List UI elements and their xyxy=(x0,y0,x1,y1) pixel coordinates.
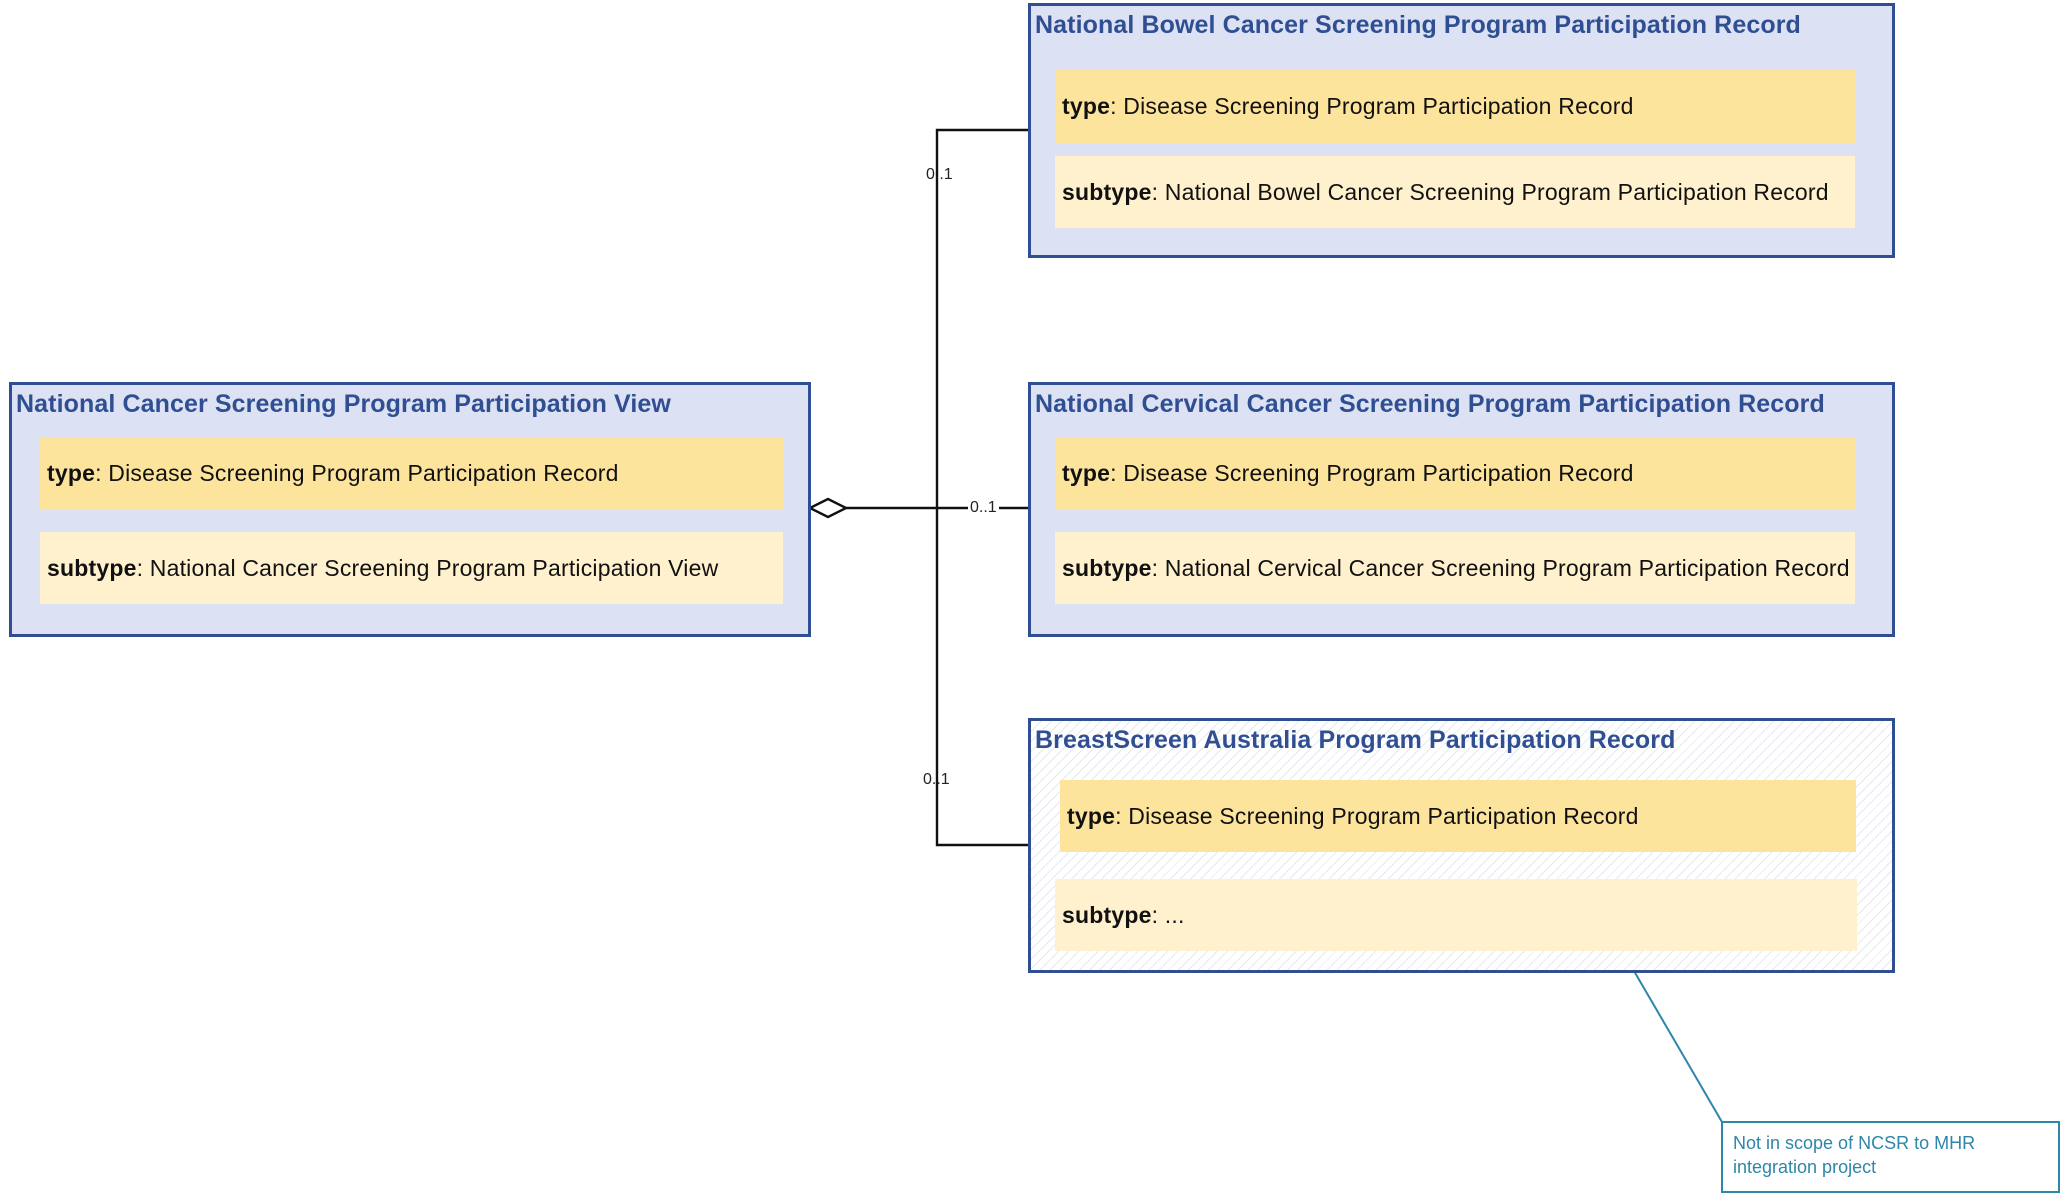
multiplicity-cervical: 0..1 xyxy=(968,499,999,517)
multiplicity-breast: 0..1 xyxy=(923,771,950,788)
note-anchor-line xyxy=(1633,970,1723,1123)
class-title: National Cancer Screening Program Partic… xyxy=(16,390,671,418)
attribute-subtype-value: : National Cervical Cancer Screening Pro… xyxy=(1151,554,1850,581)
attribute-subtype: subtype: National Cancer Screening Progr… xyxy=(40,532,783,604)
attribute-type: type: Disease Screening Program Particip… xyxy=(1055,70,1855,143)
attribute-type: type: Disease Screening Program Particip… xyxy=(1060,780,1856,852)
attribute-subtype-value: : ... xyxy=(1151,901,1185,928)
attribute-type-value: : Disease Screening Program Participatio… xyxy=(1115,802,1639,829)
class-title: National Cervical Cancer Screening Progr… xyxy=(1035,390,1825,418)
attribute-subtype-label: subtype xyxy=(1062,554,1152,581)
aggregation-diamond xyxy=(807,497,849,519)
attribute-type-label: type xyxy=(47,460,96,486)
attribute-subtype: subtype: National Bowel Cancer Screening… xyxy=(1055,156,1855,228)
class-bowel-cancer-record[interactable]: National Bowel Cancer Screening Program … xyxy=(1028,3,1895,258)
class-breastscreen-record[interactable]: BreastScreen Australia Program Participa… xyxy=(1028,718,1895,973)
attribute-subtype-value: : National Cancer Screening Program Part… xyxy=(136,554,719,581)
attribute-subtype: subtype: ... xyxy=(1055,879,1857,951)
class-cervical-cancer-record[interactable]: National Cervical Cancer Screening Progr… xyxy=(1028,382,1895,637)
attribute-type-value: : Disease Screening Program Participatio… xyxy=(1110,93,1634,119)
attribute-subtype-label: subtype xyxy=(1062,901,1152,928)
attribute-subtype-label: subtype xyxy=(47,554,137,581)
attribute-subtype: subtype: National Cervical Cancer Screen… xyxy=(1055,532,1855,604)
attribute-subtype-value: : National Bowel Cancer Screening Progra… xyxy=(1151,178,1829,205)
attribute-subtype-label: subtype xyxy=(1062,178,1152,205)
scope-note: Not in scope of NCSR to MHR integration … xyxy=(1721,1121,2060,1193)
attribute-type: type: Disease Screening Program Particip… xyxy=(1055,438,1855,509)
attribute-type-label: type xyxy=(1062,460,1111,486)
attribute-type-label: type xyxy=(1067,802,1116,829)
connector-breast xyxy=(935,508,1030,847)
class-title: National Bowel Cancer Screening Program … xyxy=(1035,11,1801,39)
attribute-type-label: type xyxy=(1062,93,1111,119)
class-title: BreastScreen Australia Program Participa… xyxy=(1035,726,1676,754)
attribute-type: type: Disease Screening Program Particip… xyxy=(40,438,783,509)
attribute-type-value: : Disease Screening Program Participatio… xyxy=(1110,460,1634,486)
class-national-cancer-screening-view[interactable]: National Cancer Screening Program Partic… xyxy=(9,382,811,637)
attribute-type-value: : Disease Screening Program Participatio… xyxy=(95,460,619,486)
connector-bowel xyxy=(935,128,1030,508)
multiplicity-bowel: 0..1 xyxy=(926,166,953,183)
